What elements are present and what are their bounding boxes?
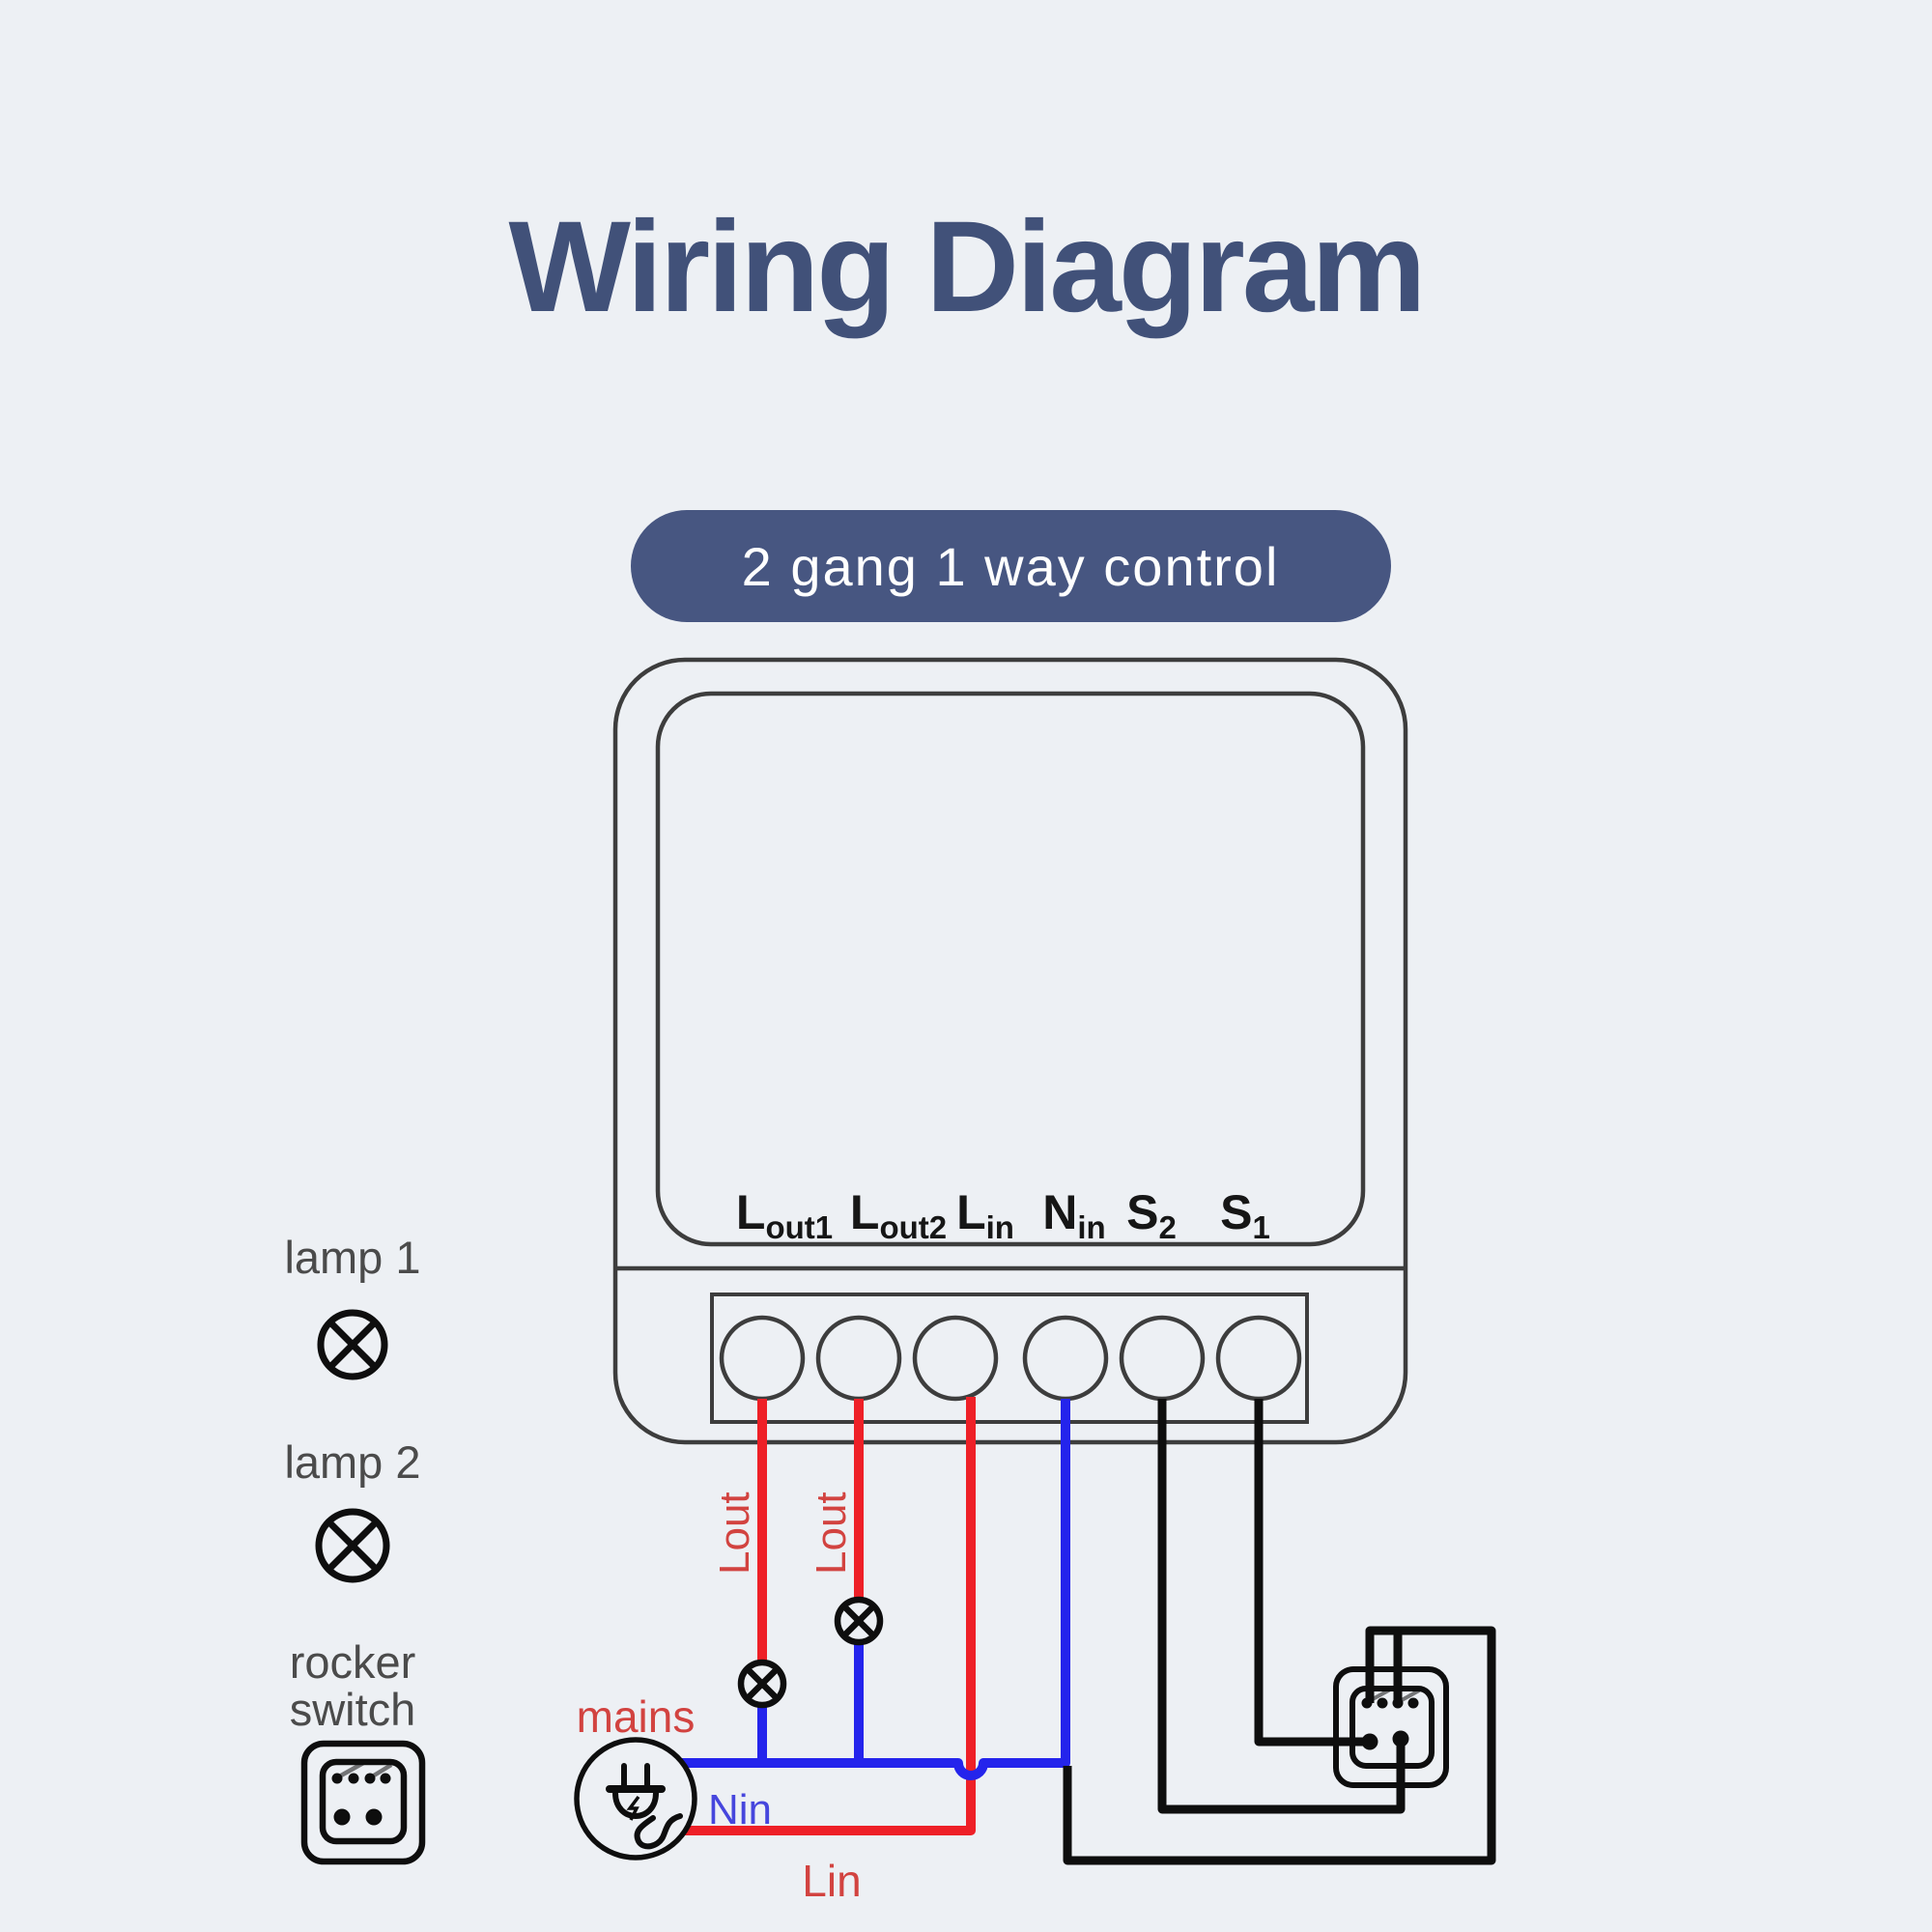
terminal-hole-lout2	[815, 1315, 902, 1402]
terminal-hole-nin	[1022, 1315, 1109, 1402]
terminal-hole-lout1	[719, 1315, 806, 1402]
switch-dot	[364, 1773, 376, 1784]
switch-terminal-dot	[1361, 1733, 1378, 1750]
legend-rocker-label-line1: rocker	[290, 1636, 416, 1688]
switch-lever-tick	[372, 1763, 393, 1777]
smart-switch-module: Lout1 Lout2 Lin Nin S2 S1	[612, 657, 1408, 1445]
switch-dot	[331, 1773, 343, 1784]
lamp1-x	[745, 1666, 780, 1701]
switch-dot	[1392, 1697, 1404, 1709]
switch-dot	[348, 1773, 359, 1784]
switch-lever-tick	[339, 1760, 367, 1777]
legend-lamp1-x	[327, 1320, 378, 1370]
badge-pill	[631, 510, 1391, 622]
legend-lamp2-x	[326, 1519, 380, 1573]
legend-lamp2-label: lamp 2	[284, 1436, 420, 1488]
lout1-rotated-label: Lout	[711, 1492, 758, 1575]
switch-dot	[1377, 1697, 1388, 1709]
plug-body	[612, 1792, 659, 1819]
switch-terminal-dot	[333, 1808, 351, 1826]
switch-lever-tick	[1401, 1689, 1420, 1702]
switch-dot	[1361, 1697, 1373, 1709]
badge-label: 2 gang 1 way control	[742, 536, 1280, 597]
terminal-label-lout2: Lout2	[850, 1185, 947, 1245]
switch-lever-tick	[1370, 1687, 1393, 1702]
terminal-hole-s2	[1119, 1315, 1206, 1402]
mains-label: mains	[577, 1691, 696, 1742]
wiring	[676, 1397, 1496, 1865]
wire-lin-red	[676, 1397, 976, 1835]
circuit-lamps	[737, 1596, 884, 1709]
page-title: Wiring Diagram	[508, 195, 1423, 339]
legend-rocker-label-line2: switch	[290, 1684, 416, 1735]
wire-nin-blue	[676, 1399, 1070, 1780]
switch-dot	[1407, 1697, 1419, 1709]
legend-lamp1-label: lamp 1	[284, 1232, 420, 1283]
terminal-strip	[710, 1293, 1309, 1424]
lout2-rotated-label: Lout	[808, 1492, 855, 1575]
wire-s2-black	[1157, 1399, 1406, 1814]
module-inner-face	[655, 691, 1366, 1247]
terminal-label-lin: Lin	[956, 1185, 1014, 1245]
mains-plug-icon	[574, 1737, 697, 1861]
legend: lamp 1 lamp 2 rocker switch	[284, 1232, 426, 1865]
nin-label: Nin	[708, 1786, 772, 1833]
terminal-hole-lin	[912, 1315, 999, 1402]
terminal-label-s2: S2	[1126, 1185, 1177, 1245]
rocker-switch-circuit	[1333, 1666, 1449, 1788]
plug-cord	[634, 1813, 683, 1850]
module-outer-case	[612, 657, 1408, 1445]
wire-switch-loop-black	[1063, 1626, 1496, 1865]
lin-label: Lin	[802, 1856, 861, 1906]
switch-terminal-dot	[1392, 1730, 1409, 1747]
terminal-label-s1: S1	[1220, 1185, 1270, 1245]
switch-dot	[380, 1773, 391, 1784]
lightning-bolt-icon	[626, 1795, 640, 1821]
legend-rocker-switch-icon	[300, 1740, 426, 1865]
switch-terminal-dot	[365, 1808, 383, 1826]
terminal-label-lout1: Lout1	[736, 1185, 833, 1245]
lamp2-x	[841, 1604, 876, 1638]
legend-rocker-outer	[300, 1740, 426, 1865]
terminal-label-nin: Nin	[1042, 1185, 1105, 1245]
terminal-hole-s1	[1215, 1315, 1302, 1402]
rocker-switch-outer	[1333, 1666, 1449, 1788]
